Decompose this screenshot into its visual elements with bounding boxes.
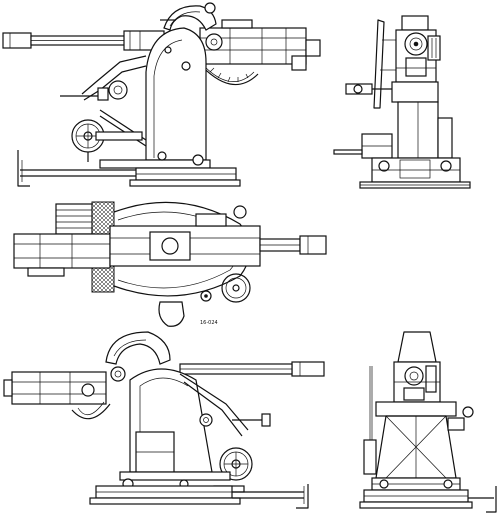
pedestal-right [129, 368, 213, 473]
base-rear [359, 486, 497, 513]
rear-view [359, 331, 497, 513]
elevation-arc-right [71, 401, 111, 420]
shield-front [373, 19, 396, 109]
base-right [89, 471, 309, 509]
elevation-handwheel-top [200, 273, 251, 303]
barrel-right [179, 361, 325, 377]
handwheel-left [71, 119, 143, 162]
ammo-rack-top [55, 203, 93, 235]
base-left [17, 150, 241, 187]
side-view-left [2, 2, 321, 187]
top-view-marking: 16-024 [200, 320, 218, 326]
shield-right [105, 331, 171, 365]
base-front [359, 181, 471, 189]
shield-left [160, 2, 217, 31]
gearbox-front [371, 157, 461, 183]
gearbox-rear [371, 477, 461, 491]
side-view-right [3, 331, 325, 509]
receiver-top [13, 233, 111, 277]
elevation-arc-left [197, 61, 259, 86]
elevation-linkage-right [179, 373, 271, 437]
seat-top [158, 301, 185, 327]
pedestal-left [145, 27, 207, 161]
barrel-left [2, 30, 165, 51]
mount-front [333, 81, 453, 159]
sight-housing-rear [393, 331, 441, 403]
top-view: 16-024 [13, 201, 327, 327]
mount-rear [363, 366, 474, 479]
front-view [333, 15, 471, 189]
breech-left [199, 19, 321, 71]
breech-right [3, 366, 126, 405]
sight-housing-front [395, 15, 441, 83]
handwheel-right [213, 447, 253, 493]
cradle-top [109, 205, 261, 267]
barrel-top [259, 235, 327, 255]
